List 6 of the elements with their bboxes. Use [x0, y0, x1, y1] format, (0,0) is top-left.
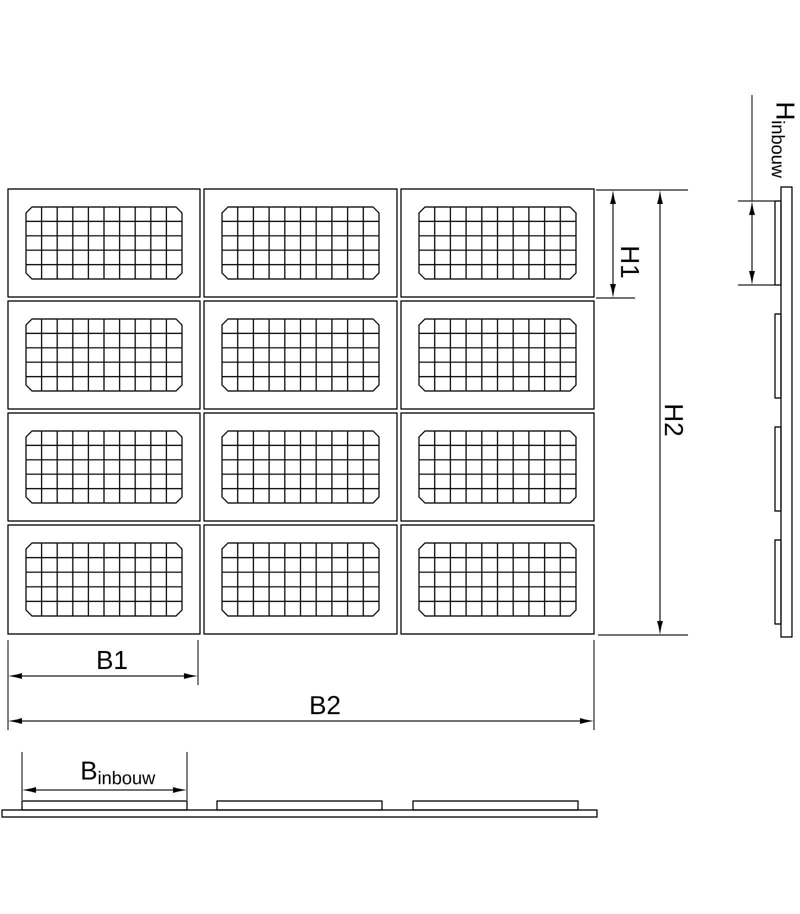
dimension-label: H$_{inbouw}$ [772, 104, 794, 178]
dimension-label: B2 [311, 696, 340, 714]
dimension-label: H2 [664, 406, 684, 436]
dimension-label: B$_{inbouw}$ [82, 762, 156, 784]
dimension-label: H1 [621, 248, 639, 278]
dimension-label: B1 [98, 651, 127, 669]
